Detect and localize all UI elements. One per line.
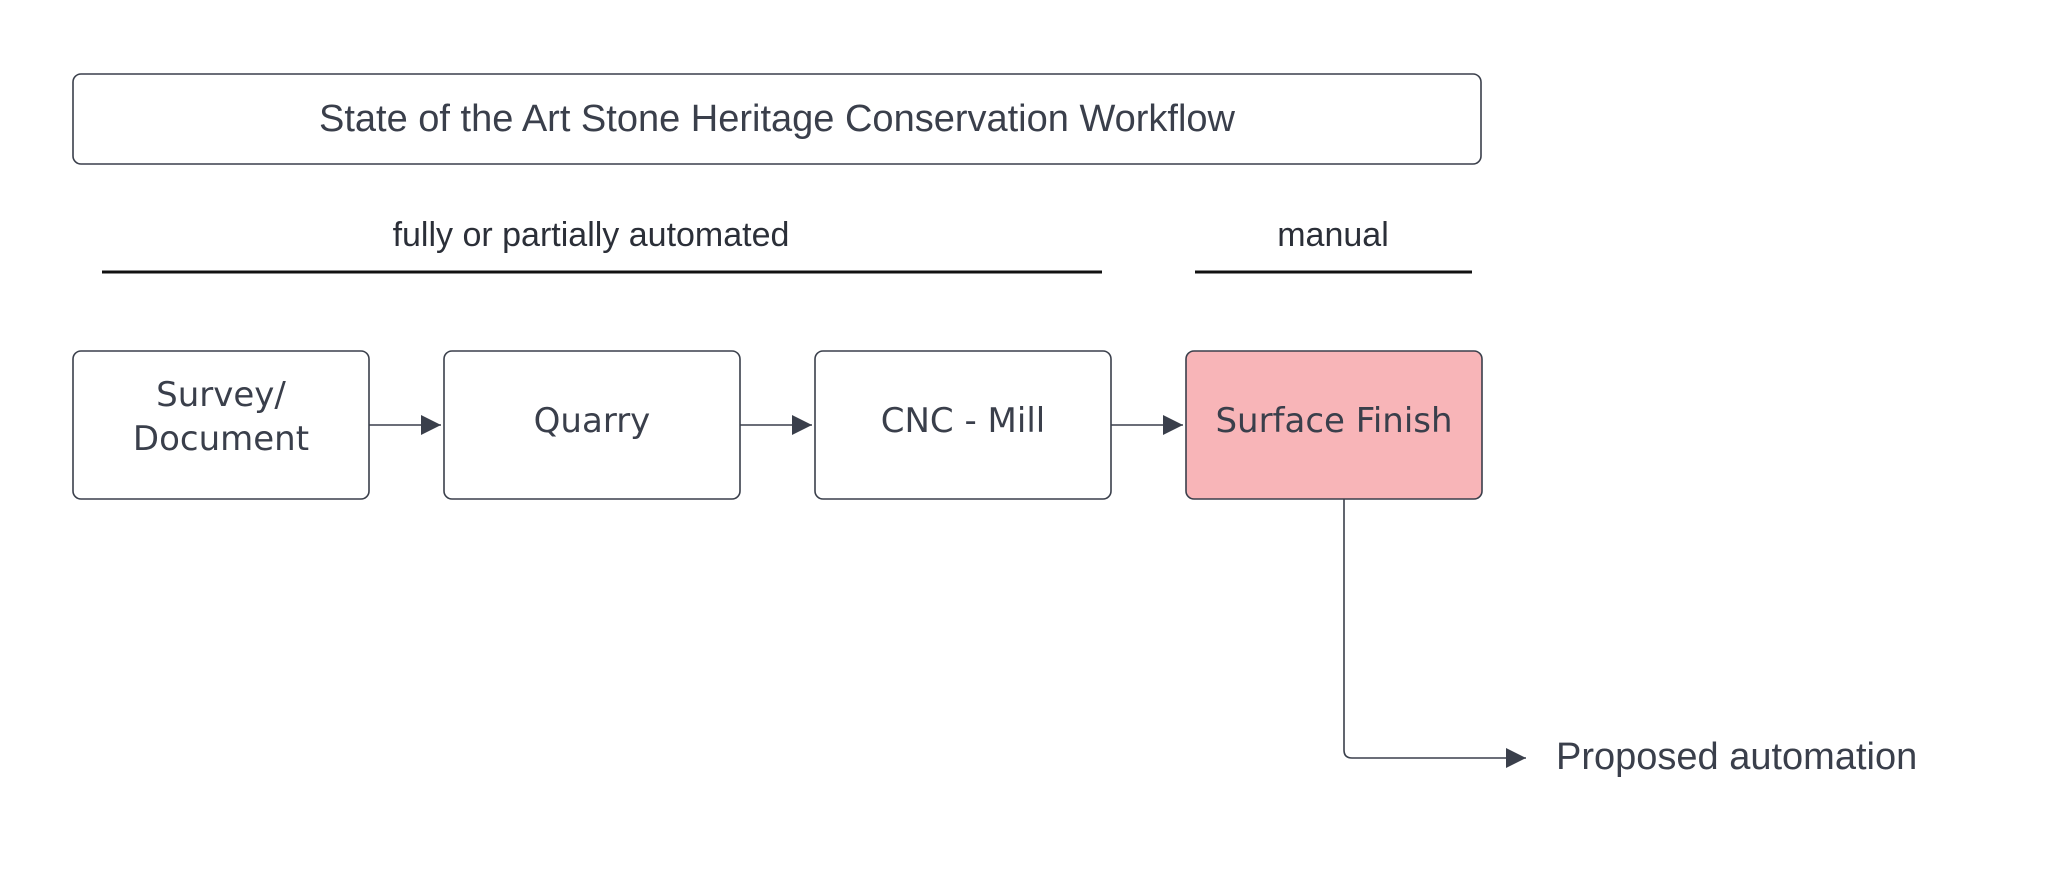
group-automated: fully or partially automated <box>102 216 1102 274</box>
step-survey-document-line2: Document <box>133 419 309 459</box>
step-cnc-mill: CNC - Mill <box>814 350 1112 500</box>
step-surface-finish: Surface Finish <box>1185 350 1483 500</box>
step-cnc-mill-label: CNC - Mill <box>881 401 1045 441</box>
title-box-frame <box>72 73 1482 165</box>
group-manual-label: manual <box>1277 216 1389 254</box>
step-quarry-label: Quarry <box>534 401 651 441</box>
title-box: State of the Art Stone Heritage Conserva… <box>72 73 1482 165</box>
step-survey-document-line1: Survey/ <box>156 375 286 415</box>
group-automated-label: fully or partially automated <box>393 216 790 254</box>
step-survey-document: Survey/ Document <box>72 350 370 500</box>
step-surface-finish-box <box>1185 350 1483 500</box>
arrow-surface-finish-to-proposed <box>1343 499 1526 768</box>
step-quarry: Quarry <box>443 350 741 500</box>
group-manual: manual <box>1195 216 1472 274</box>
diagram-title: State of the Art Stone Heritage Conserva… <box>319 98 1236 140</box>
proposed-automation-label: Proposed automation <box>1556 736 1917 778</box>
step-surface-finish-label: Surface Finish <box>1215 401 1452 441</box>
